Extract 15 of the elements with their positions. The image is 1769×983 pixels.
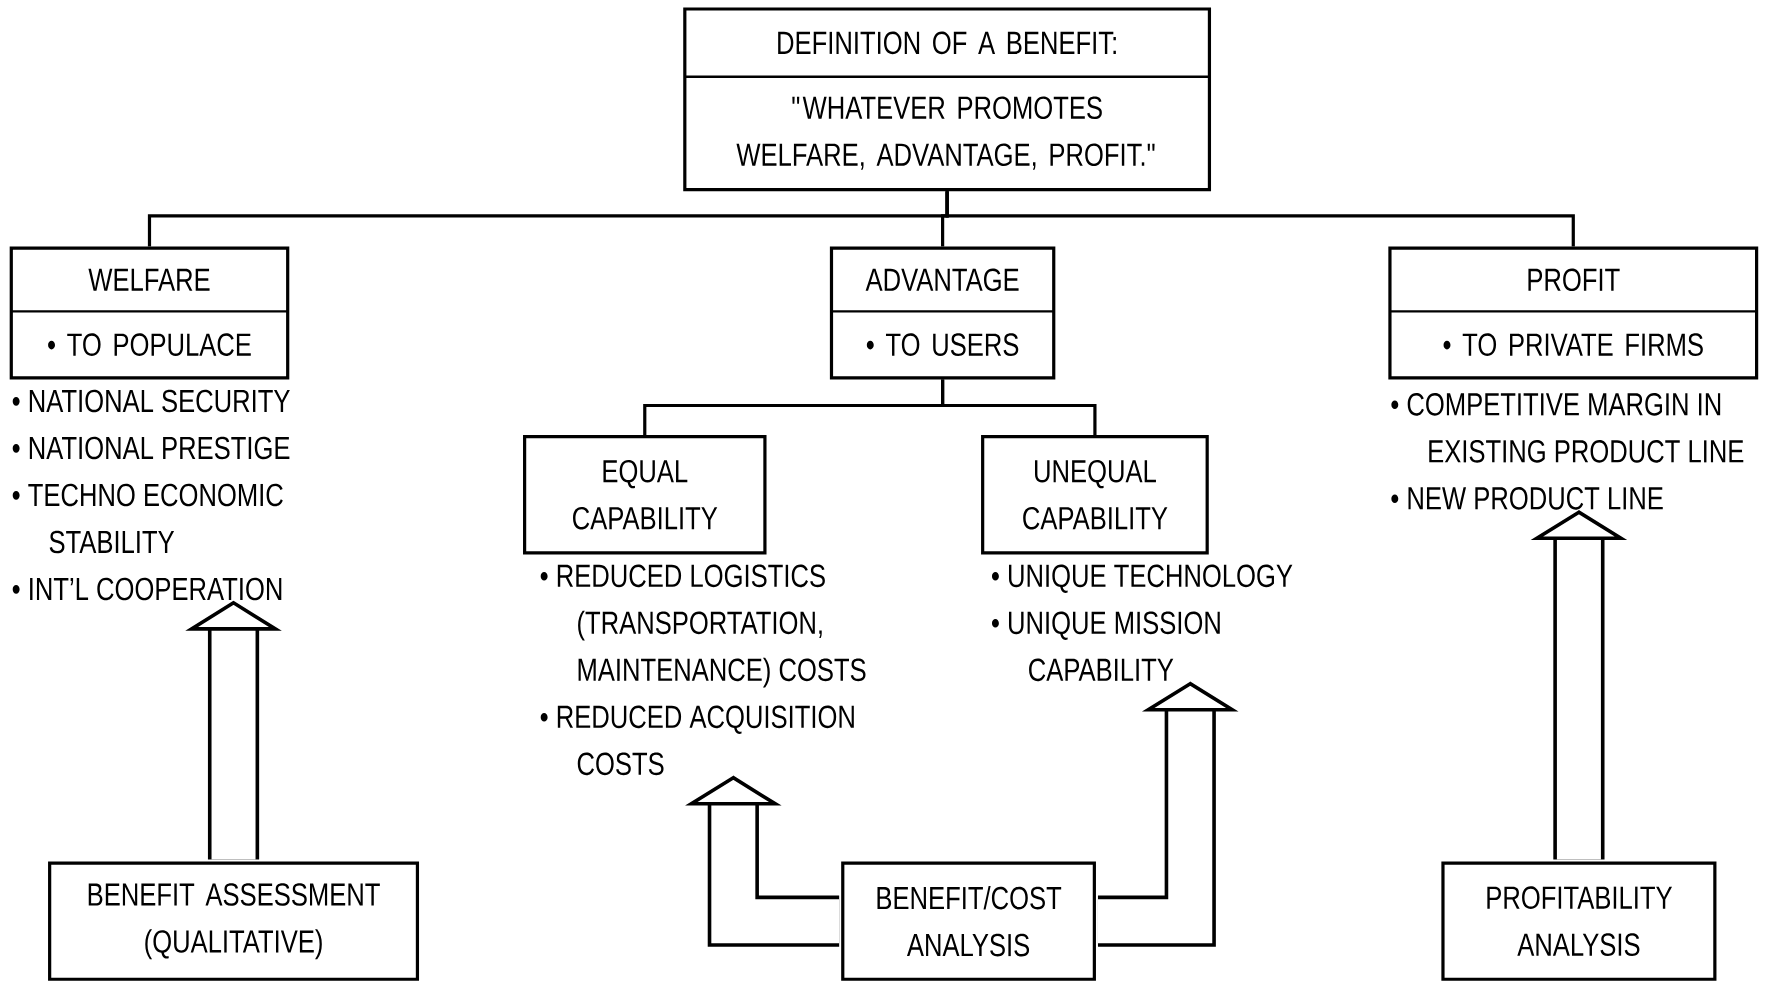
category-box: ADVANTAGE • TO USERS <box>829 246 1056 380</box>
capability-box: EQUAL CAPABILITY <box>523 435 767 555</box>
analysis-box: PROFITABILITY ANALYSIS <box>1441 861 1717 982</box>
category-box: PROFIT • TO PRIVATE FIRMS <box>1388 246 1759 380</box>
bullet-list: • NATIONAL SECURITY • NATIONAL PRESTIGE • TECHNO ECONOMIC STABILITY • INT’L COOPERATION <box>12 389 290 601</box>
category-box: WELFARE • TO POPULACE <box>9 246 290 380</box>
analysis-box: BENEFIT ASSESSMENT (QUALITATIVE) <box>48 861 420 982</box>
definition-box: DEFINITION OF A BENEFIT: "WHATEVER PROMOTES WELFARE, ADVANTAGE, PROFIT." <box>683 7 1212 192</box>
connector-line <box>945 191 1575 247</box>
bullet-list: • UNIQUE TECHNOLOGY • UNIQUE MISSION CAPABILITY <box>991 564 1293 682</box>
analysis-box: BENEFIT/COST ANALYSIS <box>841 861 1096 982</box>
bullet-list: • REDUCED LOGISTICS (TRANSPORTATION, MAINTENANCE) COSTS • REDUCED ACQUISITION COSTS <box>540 564 866 776</box>
connector-line <box>941 379 1097 436</box>
capability-box: UNEQUAL CAPABILITY <box>981 435 1209 555</box>
bullet-list: • COMPETITIVE MARGIN IN EXISTING PRODUCT LINE • NEW PRODUCT LINE <box>1391 393 1744 510</box>
